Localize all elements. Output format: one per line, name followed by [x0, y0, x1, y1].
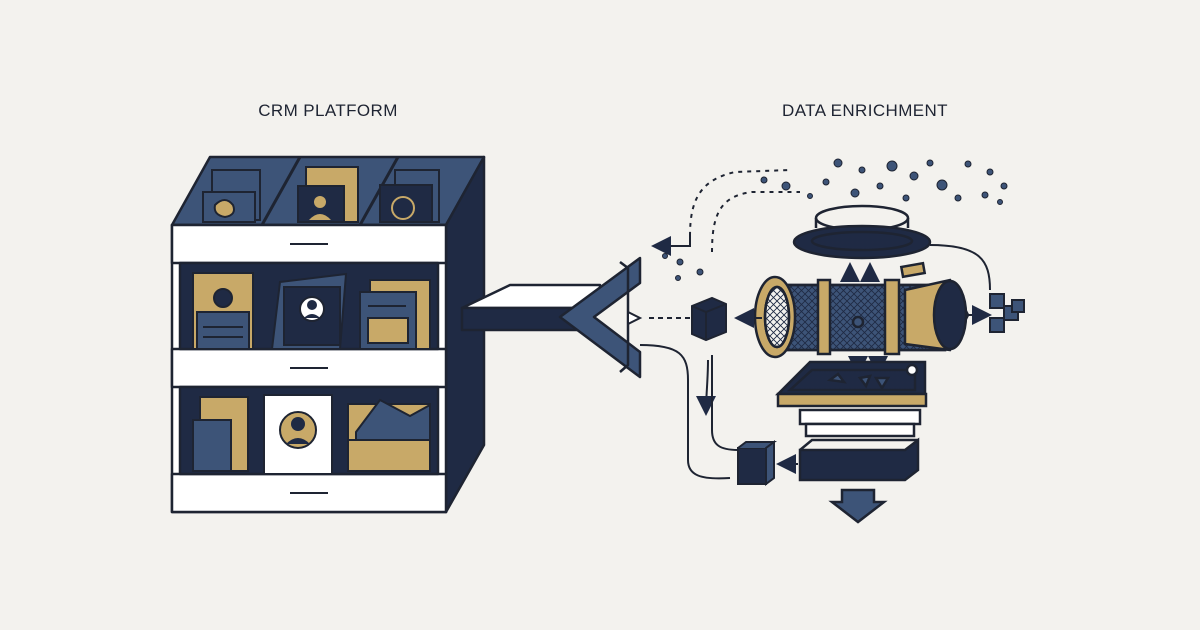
output-cubes — [989, 293, 1025, 333]
cube-to-connector-arrow — [627, 310, 690, 326]
bottom-shelf-items — [192, 394, 431, 475]
particles-icon — [662, 158, 1008, 281]
top-tray-cards — [202, 166, 440, 223]
middle-shelf-items — [192, 272, 431, 350]
person-icon — [309, 196, 331, 220]
intake-dotted-flow — [651, 169, 800, 256]
cube-icon — [737, 440, 777, 486]
cube-icon — [691, 296, 727, 342]
connector-arrow — [460, 256, 642, 379]
person-icon — [299, 296, 325, 322]
cube-icon — [989, 293, 1025, 333]
base-block — [798, 437, 920, 524]
data-enrichment-label: DATA ENRICHMENT — [782, 101, 948, 120]
crm-platform-label: CRM PLATFORM — [258, 101, 398, 120]
person-icon — [279, 411, 317, 449]
arrow-icon — [558, 256, 642, 379]
output-down-arrow — [828, 488, 888, 524]
sorting-tray — [774, 360, 928, 438]
intake-funnel — [792, 204, 932, 260]
card-icon — [213, 199, 235, 219]
drum-flow-arrows — [734, 244, 992, 376]
enrichment-drum — [753, 261, 970, 359]
lower-flow — [639, 344, 739, 480]
